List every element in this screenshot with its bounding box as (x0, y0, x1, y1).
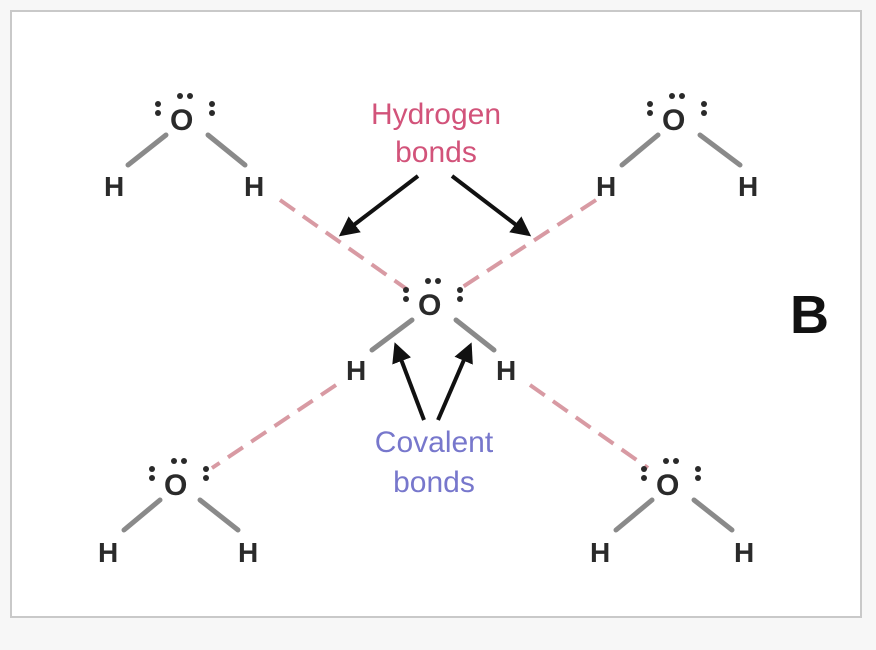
arrow-to-right-hydrogen-bond (450, 174, 532, 237)
covalent-bond (205, 132, 248, 168)
hydrogen-atom: H (738, 171, 758, 202)
covalent-bond (125, 132, 169, 168)
water-molecule-bottom-right: O H H (590, 458, 754, 568)
covalent-bond (613, 497, 655, 533)
covalent-bond (453, 317, 497, 353)
hydrogen-atom: H (590, 537, 610, 568)
hydrogen-atom: H (346, 355, 366, 386)
oxygen-atom: O (662, 104, 685, 137)
hydrogen-atom: H (596, 171, 616, 202)
water-molecule-top-right: O H H (596, 93, 758, 202)
arrow-to-left-covalent-bond (392, 342, 426, 421)
hydrogen-bond-bottom-left (210, 383, 338, 470)
water-molecule-center: O H H (346, 278, 516, 386)
hydrogen-atom: H (238, 537, 258, 568)
hydrogen-atom: H (734, 537, 754, 568)
hydrogen-atom: H (496, 355, 516, 386)
oxygen-atom: O (164, 469, 187, 502)
arrow-to-right-covalent-bond (436, 342, 473, 421)
oxygen-atom: O (656, 469, 679, 502)
covalent-bond (619, 132, 661, 168)
covalent-bond (369, 317, 415, 353)
hydrogen-bond-top-left (278, 198, 410, 292)
hydrogen-atom: H (104, 171, 124, 202)
hydrogen-bond-top-right (456, 198, 598, 292)
covalent-bond (121, 497, 163, 533)
panel-letter: B (790, 285, 829, 345)
oxygen-atom: O (418, 289, 441, 322)
diagram-frame (10, 10, 862, 618)
covalent-bonds-label: Covalent bonds (375, 426, 494, 499)
arrow-to-left-hydrogen-bond (338, 174, 420, 237)
hydrogen-bonds-label-line2: bonds (395, 136, 477, 169)
covalent-bonds-label-line2: bonds (393, 466, 475, 499)
hydrogen-bonds-label-line1: Hydrogen (371, 98, 501, 131)
covalent-bond (697, 132, 743, 168)
hydrogen-bond-bottom-right (528, 383, 650, 470)
water-molecule-top-left: O H H (104, 93, 264, 202)
covalent-bonds-label-line1: Covalent (375, 426, 494, 459)
water-molecule-bottom-left: O H H (98, 458, 258, 568)
oxygen-atom: O (170, 104, 193, 137)
hydrogen-bonds-label: Hydrogen bonds (371, 98, 501, 169)
hydrogen-atom: H (244, 171, 264, 202)
covalent-bond (197, 497, 241, 533)
hydrogen-atom: H (98, 537, 118, 568)
covalent-bond (691, 497, 735, 533)
